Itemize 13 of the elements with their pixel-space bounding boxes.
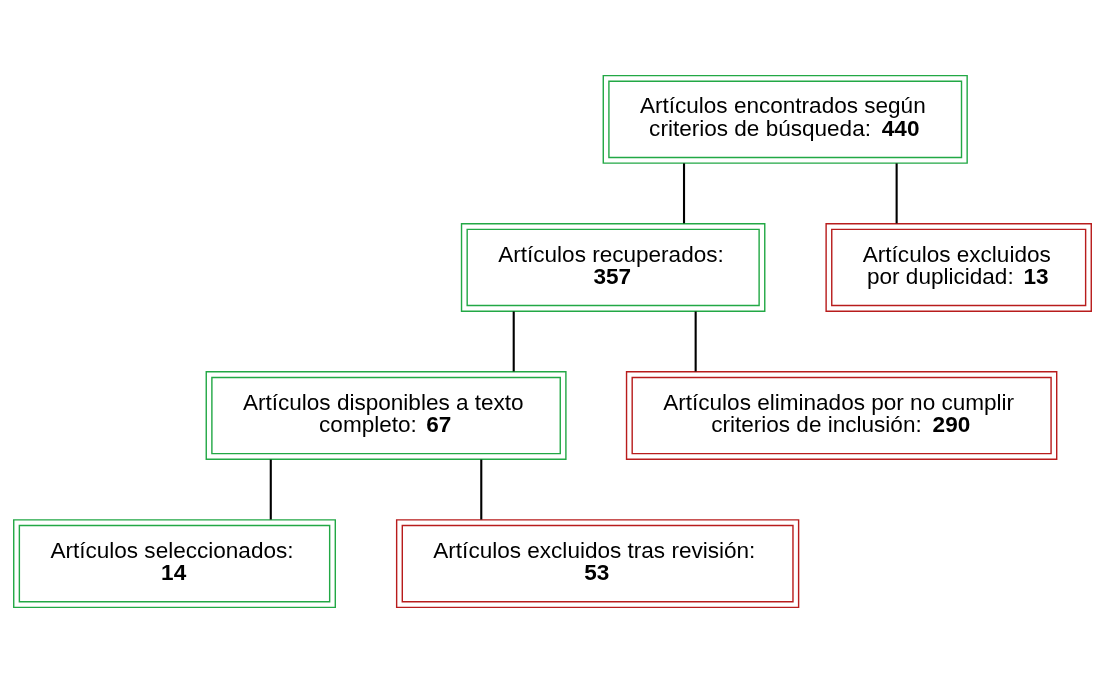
- connector: [895, 162, 898, 223]
- node-box: Artículos disponibles a texto completo: 67: [205, 370, 567, 460]
- node-box: Artículos encontrados según criterios de búsqueda: 440: [602, 74, 968, 164]
- connector: [682, 162, 686, 223]
- connector: [694, 311, 697, 371]
- connector: [269, 459, 272, 519]
- connector: [480, 459, 483, 519]
- node-box: Artículos excluidos tras revisión: 53: [395, 518, 800, 608]
- node-box: Artículos excluidos por duplicidad: 13: [825, 222, 1092, 312]
- connector: [512, 311, 515, 371]
- node-box: Artículos seleccionados: 14: [13, 518, 336, 608]
- node-box: Artículos eliminados por no cumplir criterios de inclusión: 290: [625, 370, 1058, 460]
- node-box: Artículos recuperados: 357: [460, 222, 766, 312]
